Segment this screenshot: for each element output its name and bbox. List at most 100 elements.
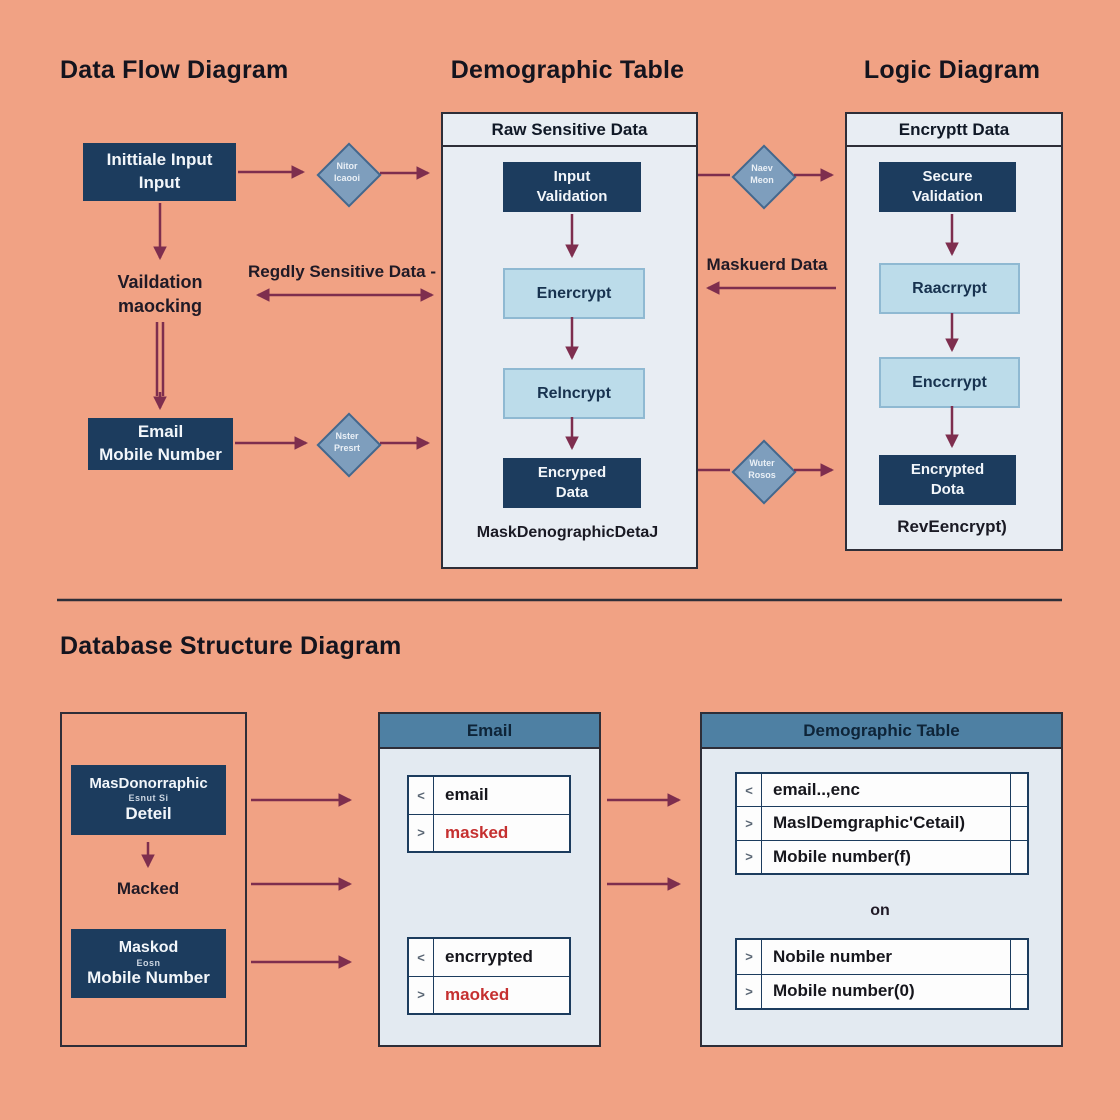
row-end-cell — [1010, 840, 1027, 873]
row-value-masked: masked — [445, 822, 509, 842]
diamond-1-line1: Nitor — [336, 161, 358, 172]
on-label: on — [870, 902, 890, 919]
row-key: > — [737, 807, 762, 840]
logic-panel-caption: RevEencrypt) — [897, 517, 1007, 536]
input-validation-line2: Validation — [536, 188, 608, 205]
row-end-cell — [1010, 807, 1027, 840]
encrypted-data-box-demo: Encryped Data — [503, 458, 641, 508]
input-box-line1: Inittiale Input — [106, 150, 213, 170]
row-value: encrrypted — [445, 947, 533, 967]
diamond-4-line2: Rosos — [748, 470, 776, 480]
diamond-4-line1: Wuter — [749, 458, 775, 469]
diamond-3-line1: Naev — [751, 163, 773, 174]
heading-database-structure: Database Structure Diagram — [60, 632, 402, 660]
encrypted-data-demo-line1: Encryped — [537, 463, 607, 481]
masked-mobile-line3: Mobile Number — [87, 968, 210, 988]
input-box-line2: Input — [138, 173, 181, 192]
email-db-table-header: Email — [380, 714, 599, 749]
table-row: < email..,enc — [737, 774, 1027, 808]
table-row: < email — [409, 777, 569, 815]
table-row: > masked — [409, 814, 569, 851]
secure-validation-box: Secure Validation — [879, 162, 1016, 212]
decision-diamond-4: Wuter Rosos — [731, 439, 797, 505]
table-row: > Mobile number(0) — [737, 974, 1027, 1008]
encrypted-data-demo-line2: Data — [555, 484, 589, 501]
diamond-2-line1: Nster — [335, 431, 359, 442]
mask-demo-line2: Esnut Si — [128, 793, 169, 804]
table-row: > Mobile number(f) — [737, 840, 1027, 873]
rascrypt-box: Raacrrypt — [879, 263, 1020, 314]
row-key: > — [409, 814, 434, 851]
encrypted-data-logic-line1: Encrypted — [910, 460, 985, 478]
demo-inner-table-2: > Nobile number > Mobile number(0) — [735, 938, 1029, 1010]
validation-label-line2: maocking — [117, 296, 203, 317]
diamond-1-label: Nitor Icaooi — [334, 161, 360, 184]
row-value-masked: maoked — [445, 984, 510, 1004]
diamond-1-line2: Icaooi — [333, 173, 360, 183]
secure-validation-line2: Validation — [912, 188, 983, 205]
table-row: > MaslDemgraphic'Cetail) — [737, 807, 1027, 841]
db-left-panel — [60, 712, 247, 1047]
demographic-panel-header: Raw Sensitive Data — [443, 114, 696, 147]
row-key: < — [409, 939, 434, 976]
mask-demo-line1: MasDonorraphic — [89, 775, 208, 793]
heading-logic-diagram: Logic Diagram — [863, 56, 1041, 84]
sensitive-data-label: Regdly Sensitive Data - — [247, 262, 436, 281]
table-row: < encrrypted — [409, 939, 569, 977]
enercrypt-box: Enercrypt — [503, 268, 645, 319]
row-end-cell — [1010, 974, 1027, 1008]
row-end-cell — [1010, 940, 1027, 974]
demographic-panel-caption: MaskDenographicDetaJ — [476, 524, 659, 541]
diamond-4-label: Wuter Rosos — [748, 458, 776, 481]
email-inner-table-2: < encrrypted > maoked — [407, 937, 571, 1015]
email-mobile-line1: Email — [137, 422, 184, 442]
row-value: Mobile number(f) — [773, 846, 911, 866]
table-row: > Nobile number — [737, 940, 1027, 975]
row-key: > — [737, 840, 762, 873]
enccrypt-box: Enccrrypt — [879, 357, 1020, 408]
heading-data-flow: Data Flow Diagram — [60, 56, 289, 84]
row-value: Mobile number(0) — [773, 981, 915, 1001]
decision-diamond-3: Naev Meon — [731, 144, 797, 210]
row-key: > — [409, 976, 434, 1013]
relncrypt-box: Relncrypt — [503, 368, 645, 419]
table-row: > maoked — [409, 976, 569, 1013]
row-value: MaslDemgraphic'Cetail) — [773, 813, 966, 833]
row-value: email — [445, 785, 489, 805]
diamond-2-label: Nster Presrt — [334, 431, 360, 454]
row-key: > — [737, 974, 762, 1008]
input-validation-line1: Input — [553, 167, 591, 185]
mask-demographic-detail-box: MasDonorraphic Esnut Si Deteil — [71, 765, 226, 835]
heading-demographic-table: Demographic Table — [450, 56, 685, 84]
encrypted-data-logic-line2: Dota — [930, 481, 965, 498]
mask-demo-line3: Deteil — [125, 804, 172, 824]
input-box: Inittiale Input Input — [83, 143, 236, 201]
demo-inner-table-1: < email..,enc > MaslDemgraphic'Cetail) >… — [735, 772, 1029, 875]
diamond-3-label: Naev Meon — [750, 163, 774, 186]
row-key: < — [409, 777, 434, 814]
row-key: > — [737, 940, 762, 974]
secure-validation-line1: Secure — [922, 167, 973, 185]
diamond-3-line2: Meon — [750, 175, 774, 185]
row-value: email..,enc — [773, 780, 860, 800]
masked-data-label: Maskuerd Data — [706, 255, 828, 274]
macked-label: Macked — [116, 879, 180, 898]
masked-mobile-line2: Eosn — [136, 957, 161, 968]
encrypted-data-box-logic: Encrypted Dota — [879, 455, 1016, 505]
row-end-cell — [1010, 774, 1027, 807]
row-key: < — [737, 774, 762, 807]
validation-label-line1: Vaildation — [117, 272, 203, 292]
masked-mobile-number-box: Maskod Eosn Mobile Number — [71, 929, 226, 998]
demographic-db-table-header: Demographic Table — [702, 714, 1061, 749]
masked-mobile-line1: Maskod — [118, 939, 179, 957]
email-inner-table-1: < email > masked — [407, 775, 571, 853]
diamond-2-line2: Presrt — [333, 443, 360, 453]
decision-diamond-2: Nster Presrt — [316, 412, 382, 478]
logic-panel-header: Encryptt Data — [847, 114, 1061, 147]
decision-diamond-1: Nitor Icaooi — [316, 142, 382, 208]
input-validation-box: Input Validation — [503, 162, 641, 212]
row-value: Nobile number — [773, 946, 893, 966]
email-mobile-box: Email Mobile Number — [88, 418, 233, 470]
validation-masking-label: Vaildation maocking — [85, 270, 235, 319]
